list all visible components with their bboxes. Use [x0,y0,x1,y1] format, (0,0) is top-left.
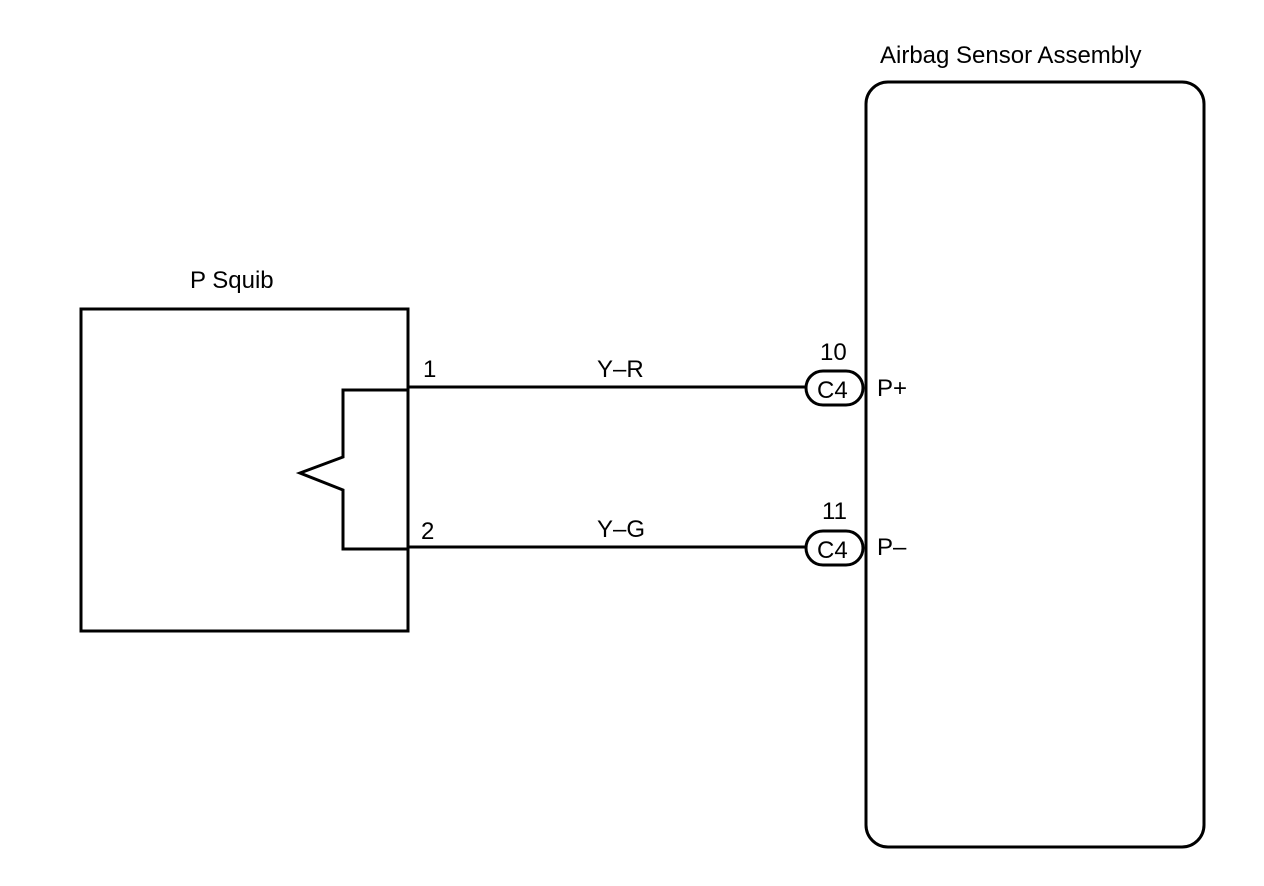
squib-element-icon [295,388,408,551]
terminal-p-plus: P+ [877,375,907,402]
squib-title: P Squib [190,267,274,294]
connector-c4-top [804,369,865,407]
connector-label-1: C4 [817,377,848,404]
squib-pin-2: 2 [421,518,434,545]
squib-box [79,307,410,633]
terminal-p-minus: P– [877,534,907,561]
wire-color-2: Y–G [597,516,645,543]
squib-pin-1: 1 [423,356,436,383]
connector-pin-10: 10 [820,339,847,366]
connector-c4-bottom [804,529,865,567]
connector-pin-11: 11 [822,498,847,525]
sensor-title: Airbag Sensor Assembly [880,42,1141,69]
sensor-assembly-box [864,80,1206,849]
wire-color-1: Y–R [597,356,644,383]
connector-label-2: C4 [817,537,848,564]
